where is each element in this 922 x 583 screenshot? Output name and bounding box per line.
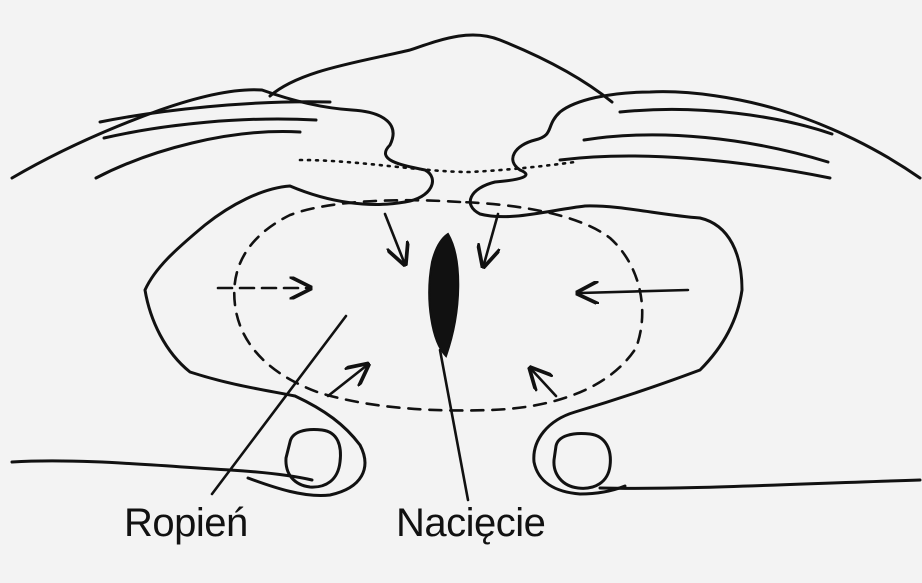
right-hand-outline: [470, 92, 920, 494]
arrow-bottom-right-up: [532, 370, 556, 396]
incision-label: Nacięcie: [396, 501, 545, 546]
incision-mark: [429, 234, 458, 356]
left-hand-outline: [12, 90, 432, 496]
left-finger-crease-2: [104, 119, 316, 138]
arrow-bottom-left-up: [328, 366, 366, 396]
right-finger-crease-2: [584, 135, 828, 162]
right-hand: [470, 92, 920, 494]
arrow-right-inward: [580, 290, 688, 293]
right-finger-crease-1: [620, 109, 832, 134]
leader-line-incision: [440, 350, 468, 500]
skin-line-left: [12, 461, 312, 480]
right-thumbnail: [554, 434, 610, 489]
left-hand: [12, 90, 432, 496]
top-dotted-boundary: [300, 160, 575, 172]
abscess-mound: [270, 35, 612, 102]
arrow-top-right-down: [484, 214, 498, 264]
abscess-label: Ropień: [124, 501, 248, 546]
left-finger-crease-3: [96, 132, 300, 178]
arrow-top-left-down: [385, 214, 404, 262]
right-finger-crease-3: [560, 156, 830, 178]
leader-line-abscess: [212, 316, 346, 494]
left-thumbnail: [286, 430, 341, 488]
skin-line-right: [600, 480, 920, 488]
